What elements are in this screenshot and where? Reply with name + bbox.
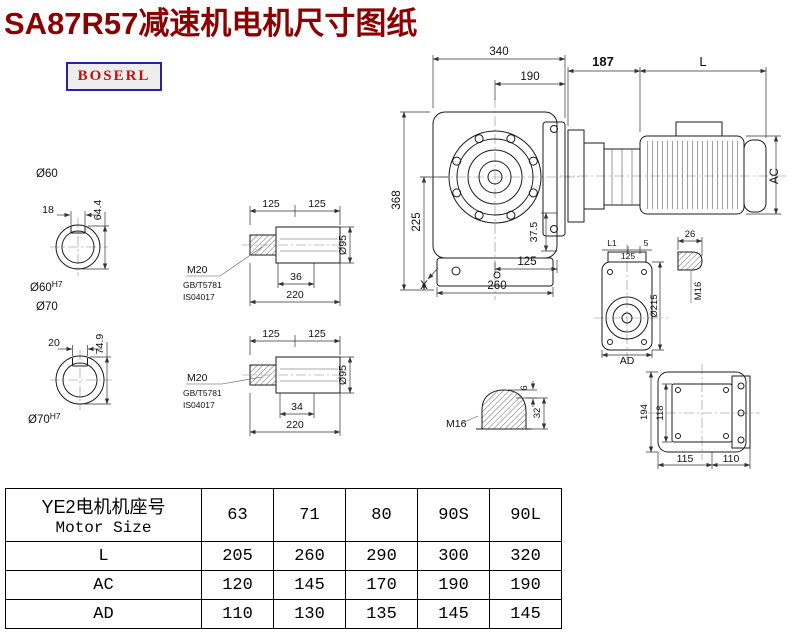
- dim-label-key20: 20: [48, 337, 60, 349]
- motor-size-table: YE2电机机座号 Motor Size 63 71 80 90S 90L L 2…: [5, 488, 562, 629]
- dim-label-125b: 125: [308, 198, 326, 210]
- gearbox-side-view: L1 5 125 Ø215 AD: [594, 238, 668, 367]
- dim-label-110: 110: [723, 453, 740, 465]
- dim-label-dia70: Ø70: [36, 301, 58, 313]
- value-cell: 145: [273, 570, 346, 600]
- fit-dia: Ø60: [30, 282, 52, 294]
- dim-label-dia95a: Ø95: [337, 235, 349, 255]
- dim-label-125c: 125: [262, 328, 280, 340]
- dim-label-187: 187: [592, 54, 614, 69]
- value-cell: 120: [201, 570, 274, 600]
- value-cell: 145: [489, 599, 562, 629]
- dim-label-125-side: 125: [621, 251, 635, 261]
- dim-label-5: 5: [644, 238, 649, 248]
- page-title: SA87R57减速机电机尺寸图纸: [4, 6, 418, 41]
- dim-label-key18: 18: [42, 204, 54, 216]
- row-label: AC: [5, 570, 202, 600]
- std-label-gbt5781b: GB/T5781: [183, 388, 222, 398]
- value-cell: 145: [417, 599, 490, 629]
- fit-tol: H7: [50, 411, 61, 421]
- value-cell: 300: [417, 541, 490, 571]
- header-en: Motor Size: [55, 519, 152, 537]
- value-cell: 320: [489, 541, 562, 571]
- brand-logo: BOSERL: [66, 62, 162, 91]
- thread-label-m16a: M16: [693, 282, 704, 300]
- dim-label-260: 260: [487, 280, 506, 292]
- dim-label-220a: 220: [286, 289, 304, 301]
- dim-label-ad: AD: [620, 355, 635, 367]
- dim-label-fit70: Ø70H7: [28, 411, 61, 426]
- dim-label-fit60: Ø60H7: [30, 279, 63, 294]
- size-cell: 80: [345, 488, 418, 542]
- size-cell: 71: [273, 488, 346, 542]
- motor-size-header-cell: YE2电机机座号 Motor Size: [5, 488, 202, 542]
- dim-label-220b: 220: [286, 419, 304, 431]
- row-label: AD: [5, 599, 202, 629]
- std-label-iso4017: IS04017: [183, 292, 215, 302]
- dim-label-l1: L1: [607, 238, 617, 248]
- value-cell: 190: [489, 570, 562, 600]
- dim-label-115: 115: [677, 453, 694, 465]
- shaft-section-70: Ø70 20 74.9 Ø70H7: [28, 301, 112, 426]
- dim-label-125-front: 125: [517, 256, 536, 268]
- value-cell: 205: [201, 541, 274, 571]
- dim-label-dia215: Ø215: [649, 294, 660, 317]
- gearbox-front-view: 340 190 368 225 37.5 125 260 X: [391, 46, 580, 300]
- table-header-row: YE2电机机座号 Motor Size 63 71 80 90S 90L: [5, 488, 562, 542]
- header-cn: YE2电机机座号: [41, 497, 166, 517]
- motor-side-view: 187 L AC: [560, 54, 786, 223]
- value-cell: 135: [345, 599, 418, 629]
- size-cell: 63: [201, 488, 274, 542]
- value-cell: 170: [345, 570, 418, 600]
- dim-label-dia60: Ø60: [36, 168, 58, 180]
- size-cell: 90L: [489, 488, 562, 542]
- dim-label-225: 225: [411, 212, 423, 231]
- shaft-section-60: Ø60 18 64.4 Ø60H7: [30, 168, 109, 294]
- dim-label-26: 26: [685, 229, 696, 240]
- view-mark-x: X: [420, 280, 428, 292]
- dim-label-118: 118: [655, 405, 666, 420]
- row-label: L: [5, 541, 202, 571]
- shaft-drawing-top: 125 125 M20 GB/T5781 IS04017 36 220 Ø95: [183, 198, 354, 306]
- dim-label-64-4: 64.4: [92, 200, 104, 221]
- fit-tol: H7: [52, 279, 63, 289]
- dim-label-368: 368: [391, 190, 403, 209]
- dim-label-125d: 125: [308, 328, 326, 340]
- value-cell: 290: [345, 541, 418, 571]
- plug-detail-26: 26 M16: [677, 229, 704, 303]
- size-cell: 90S: [417, 488, 490, 542]
- value-cell: 190: [417, 570, 490, 600]
- value-cell: 130: [273, 599, 346, 629]
- table-row-ad: AD 110 130 135 145 145: [5, 599, 562, 629]
- thread-label-m20: M20: [187, 264, 208, 276]
- plug-detail-m16: 6 32 M16: [446, 381, 548, 430]
- std-label-gbt5781: GB/T5781: [183, 280, 222, 290]
- gearbox-rear-view: 194 118 115 110: [639, 364, 760, 469]
- dim-label-36: 36: [290, 271, 302, 283]
- dim-label-125a: 125: [262, 198, 280, 210]
- dim-label-190: 190: [520, 71, 539, 83]
- dim-label-6: 6: [519, 385, 530, 390]
- dim-label-ac: AC: [769, 168, 781, 184]
- dim-label-34: 34: [291, 401, 303, 413]
- dim-label-194: 194: [639, 404, 650, 420]
- table-row-l: L 205 260 290 300 320: [5, 541, 562, 571]
- thread-label-m20b: M20: [187, 372, 208, 384]
- dim-label-dia95b: Ø95: [337, 365, 349, 385]
- dim-label-l: L: [699, 54, 706, 69]
- dim-label-340: 340: [489, 46, 508, 58]
- dim-label-74-9: 74.9: [94, 334, 106, 355]
- dim-label-37-5: 37.5: [528, 222, 540, 243]
- value-cell: 110: [201, 599, 274, 629]
- value-cell: 260: [273, 541, 346, 571]
- dim-label-32: 32: [532, 408, 543, 419]
- table-row-ac: AC 120 145 170 190 190: [5, 570, 562, 600]
- shaft-drawing-bottom: 125 125 M20 GB/T5781 IS04017 34 220 Ø95: [183, 328, 354, 436]
- std-label-iso4017b: IS04017: [183, 400, 215, 410]
- thread-label-m16b: M16: [446, 418, 467, 430]
- fit-dia: Ø70: [28, 414, 50, 426]
